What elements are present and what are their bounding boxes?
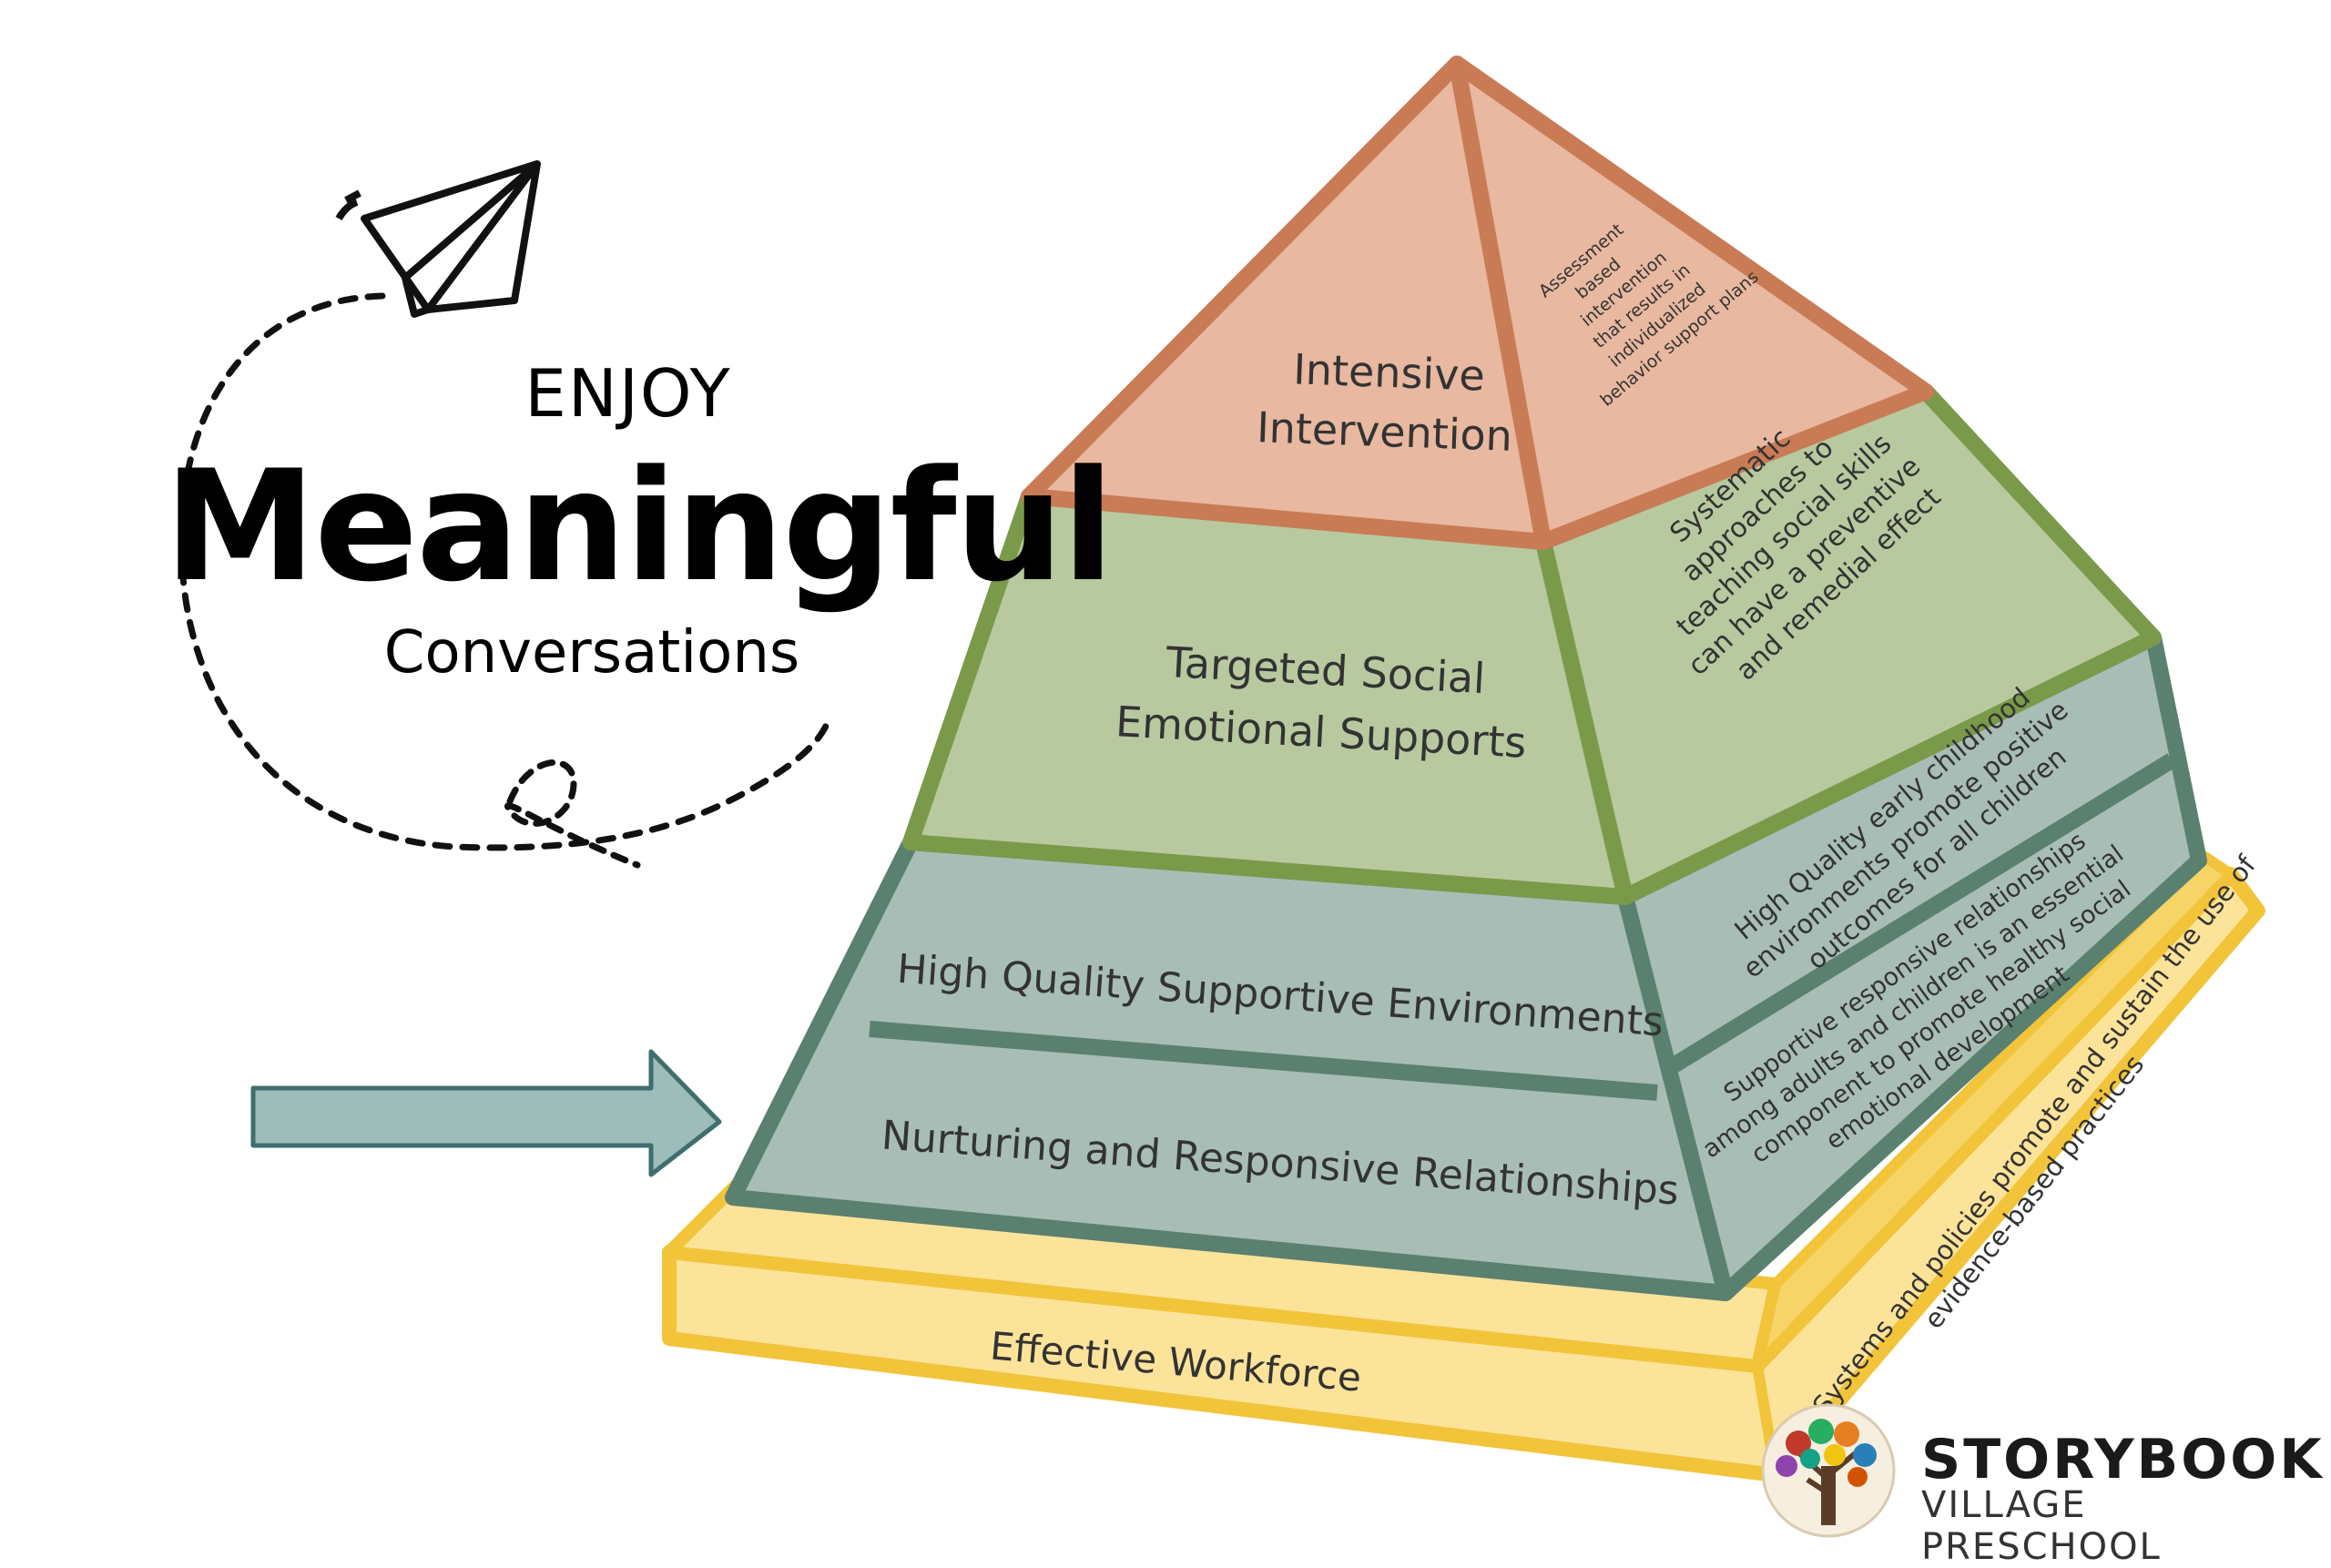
heading-meaningful: Meaningful <box>164 437 1115 616</box>
arrow-right-icon <box>250 1049 722 1177</box>
dotted-curl <box>504 759 641 869</box>
logo-name: STORYBOOK <box>1921 1428 2325 1492</box>
tier-intensive-label-2: Intervention <box>1256 402 1512 461</box>
paper-plane-icon <box>335 160 541 318</box>
logo-subtitle: VILLAGE PRESCHOOL <box>1921 1484 2162 1568</box>
tier-universal <box>725 629 2207 1301</box>
tier-intensive <box>1021 56 1934 550</box>
dotted-loop <box>178 292 832 851</box>
tier-targeted <box>902 383 2162 905</box>
heading-conversations: Conversations <box>383 619 800 687</box>
tier-intensive-label-1: Intensive <box>1292 344 1485 400</box>
heading-enjoy: ENJOY <box>524 355 732 432</box>
tree-logo-icon <box>1761 1403 1896 1538</box>
